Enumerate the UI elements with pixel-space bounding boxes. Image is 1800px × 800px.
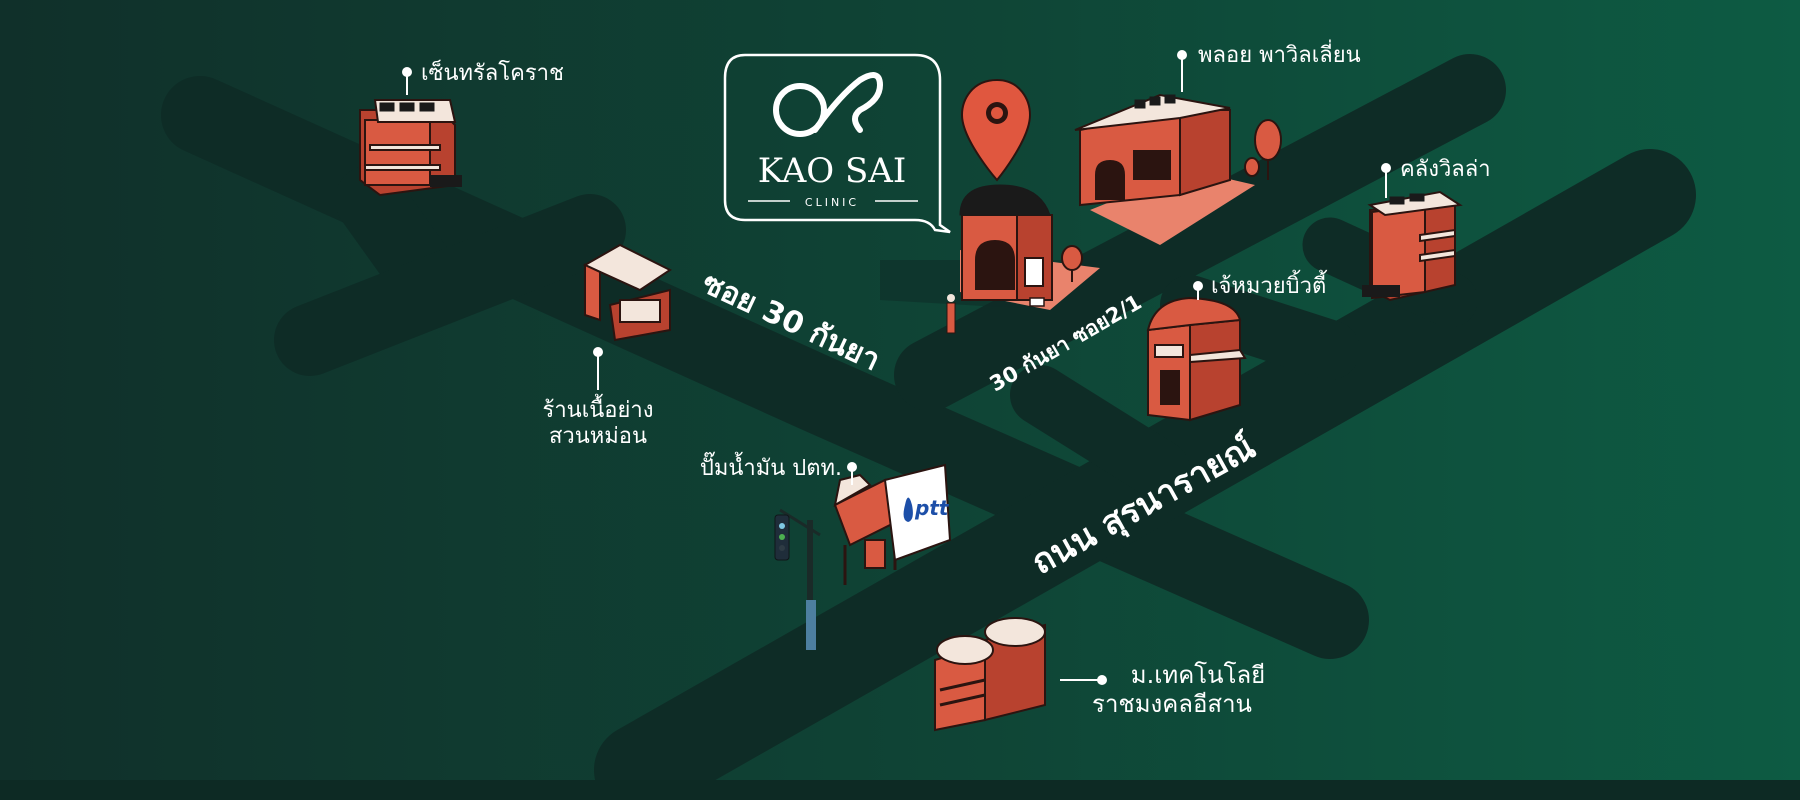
road-left-branch [274,194,626,376]
place-label-chaomuay: เจ้หมวยบิ้วตี้ [1193,270,1328,300]
place-label-klang-villa: คลังวิลล่า [1381,157,1491,198]
label-meat-grill-line2: สวนหม่อน [549,424,647,449]
ptt-logo-icon: ptt [883,463,952,562]
road-network [161,54,1696,780]
tree-icon [1061,245,1083,282]
rmuti-building [934,617,1046,732]
ptt-sign-text: ptt [914,496,950,520]
road-inner-loop [1010,365,1190,500]
label-chaomuay-bowtie: เจ้หมวยบิ้วตี้ [1211,270,1328,299]
place-label-ploy-pavilion: พลอย พาวิลเลี่ยน [1177,39,1361,92]
label-meat-grill-line1: ร้านเนื้อย่าง [543,394,654,423]
place-label-ptt: ปั๊มน้ำมัน ปตท. [700,451,857,485]
place-label-meat-grill: ร้านเนื้อย่าง สวนหม่อน [543,347,654,449]
place-label-rmuti: ม.เทคโนโลยี ราชมงคลอีสาน [1060,661,1265,718]
label-rmuti-line1: ม.เทคโนโลยี [1131,661,1265,689]
label-klang-villa: คลังวิลล่า [1400,157,1491,182]
chaomuay-bowtie-building [1146,296,1247,422]
road-soi-2-1 [894,54,1506,411]
meat-grill-shop [582,243,672,342]
traffic-light-icon [774,508,821,650]
place-label-central-korat: เซ็นทรัลโคราช [402,58,564,95]
klang-villa-building [1362,190,1463,302]
ptt-station: ptt [833,463,952,585]
road-central-branch [335,165,455,305]
label-ptt-station: ปั๊มน้ำมัน ปตท. [700,451,842,481]
label-rmuti-line2: ราชมงคลอีสาน [1092,690,1252,718]
clinic-building [880,184,1100,310]
kao-sai-clinic-logo: KAO SAI CLINIC [723,53,951,234]
person-icon [946,294,956,334]
logo-title: KAO SAI [758,151,907,191]
bottom-strip [0,780,1800,800]
logo-subtitle: CLINIC [805,196,859,209]
central-korat-building [359,99,462,197]
illustrated-map: ซอย 30 กันยา 30 กันยา ซอย2/1 ถนน สุรนารา… [161,39,1696,780]
tree-icon [1244,119,1282,180]
kao-sai-monogram-icon [773,72,884,137]
label-central-korat: เซ็นทรัลโคราช [421,58,564,86]
map-pin-icon [960,78,1032,182]
label-ploy-pavilion: พลอย พาวิลเลี่ยน [1198,39,1361,68]
ploy-pavilion-building [1074,93,1255,245]
